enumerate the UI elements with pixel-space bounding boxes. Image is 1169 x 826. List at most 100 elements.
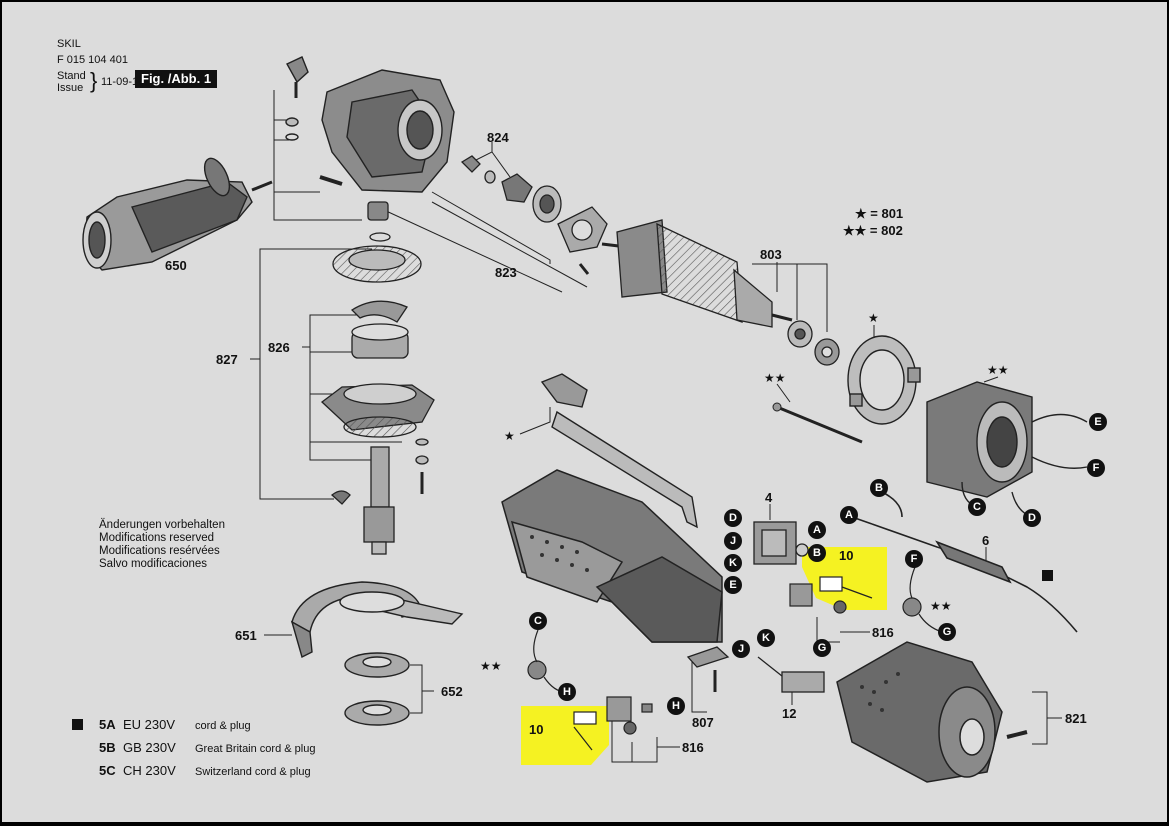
svg-text:E: E bbox=[1094, 416, 1101, 428]
badge-B-cord: B bbox=[870, 479, 888, 497]
svg-text:B: B bbox=[813, 547, 821, 559]
label-12: 12 bbox=[782, 706, 796, 721]
svg-text:H: H bbox=[672, 700, 680, 712]
svg-text:C: C bbox=[534, 615, 542, 627]
label-821: 821 bbox=[1065, 711, 1087, 726]
badge-B-switch: B bbox=[808, 544, 826, 562]
badge-J-part12: J bbox=[732, 640, 750, 658]
baffle-ring bbox=[847, 335, 921, 425]
badge-J-switch: J bbox=[724, 532, 742, 550]
star-baffle: ★ bbox=[868, 311, 879, 325]
issue-date: 11-09-19 bbox=[101, 76, 145, 88]
note-es: Salvo modificaciones bbox=[99, 558, 208, 570]
svg-text:G: G bbox=[943, 626, 952, 638]
label-816-right: 816 bbox=[872, 625, 894, 640]
badge-F-stator: F bbox=[1087, 459, 1105, 477]
badge-D-stator: D bbox=[1023, 509, 1041, 527]
star-coil-right: ★★ bbox=[930, 599, 952, 613]
svg-text:J: J bbox=[730, 535, 736, 547]
svg-text:A: A bbox=[813, 524, 821, 536]
badge-D-switch: D bbox=[724, 509, 742, 527]
badge-F-coil: F bbox=[905, 550, 923, 568]
leader-lines bbox=[250, 90, 1062, 763]
star-long-screw: ★★ bbox=[764, 371, 786, 385]
badge-H-holder: H bbox=[667, 697, 685, 715]
badge-H-coil: H bbox=[558, 683, 576, 701]
note-de: Änderungen vorbehalten bbox=[99, 519, 225, 531]
motor-housing bbox=[501, 469, 723, 643]
svg-text:B: B bbox=[875, 482, 883, 494]
label-827: 827 bbox=[216, 352, 238, 367]
svg-text:J: J bbox=[738, 643, 744, 655]
label-4: 4 bbox=[765, 490, 773, 505]
svg-text:A: A bbox=[845, 509, 853, 521]
part-807 bbox=[686, 646, 730, 692]
label-651: 651 bbox=[235, 628, 257, 643]
svg-text:C: C bbox=[973, 501, 981, 513]
star-legend-double: ★★ = 802 bbox=[843, 223, 903, 238]
badge-C-stator: C bbox=[968, 498, 986, 516]
badge-K-switch: K bbox=[724, 554, 742, 572]
svg-text:K: K bbox=[762, 632, 770, 644]
brush-holder-bottom bbox=[573, 696, 653, 751]
label-807: 807 bbox=[692, 715, 714, 730]
issue-label: Issue bbox=[57, 82, 84, 94]
svg-text:D: D bbox=[1028, 512, 1036, 524]
label-823: 823 bbox=[495, 265, 517, 280]
brand-name: SKIL bbox=[57, 38, 81, 50]
modification-notes: Änderungen vorbehalten Modifications res… bbox=[99, 519, 225, 571]
switch-4 bbox=[753, 521, 809, 565]
badge-A-switch: A bbox=[808, 521, 826, 539]
label-826: 826 bbox=[268, 340, 290, 355]
star-switch-rod: ★ bbox=[504, 429, 515, 443]
star-coil-left: ★★ bbox=[480, 659, 502, 673]
part-number: F 015 104 401 bbox=[57, 54, 128, 66]
svg-text:K: K bbox=[729, 557, 737, 569]
highlight-brush-top bbox=[802, 547, 887, 610]
label-10-top: 10 bbox=[839, 548, 853, 563]
badge-E-stator-top: E bbox=[1089, 413, 1107, 431]
spindle-assembly bbox=[320, 201, 435, 555]
svg-text:F: F bbox=[1093, 462, 1100, 474]
brush-holder-top bbox=[789, 576, 873, 614]
label-6: 6 bbox=[982, 533, 989, 548]
figure-label: Fig. /Abb. 1 bbox=[135, 70, 218, 88]
plug-square-marker bbox=[1042, 570, 1053, 581]
coil-left bbox=[527, 629, 567, 693]
armature-803 bbox=[601, 219, 840, 366]
badge-G-holder: G bbox=[813, 639, 831, 657]
label-816-bottom: 816 bbox=[682, 740, 704, 755]
guard-651 bbox=[290, 581, 464, 659]
square-marker-icon bbox=[72, 719, 83, 730]
star-legend-single: ★ = 801 bbox=[855, 206, 903, 221]
note-fr: Modifications resérvées bbox=[99, 545, 220, 557]
label-652: 652 bbox=[441, 684, 463, 699]
badge-C-coil: C bbox=[529, 612, 547, 630]
note-en: Modifications reserved bbox=[99, 532, 215, 544]
star-stator: ★★ bbox=[987, 363, 1009, 377]
stand-label: Stand bbox=[57, 70, 86, 82]
badge-K-part12: K bbox=[757, 629, 775, 647]
wire-badges: E F C D B A D J K E A B F G G K J C H H bbox=[529, 413, 1107, 715]
part-labels: 650 823 824 803 827 826 651 652 4 6 10 1… bbox=[165, 130, 1087, 755]
long-screw bbox=[772, 402, 863, 444]
label-650: 650 bbox=[165, 258, 187, 273]
label-10-bottom: 10 bbox=[529, 722, 543, 737]
parts-824 bbox=[460, 155, 608, 275]
field-stator bbox=[926, 381, 1088, 518]
star-markers: ★ ★ ★★ ★★ ★★ ★★ bbox=[480, 311, 1009, 673]
gear-housing bbox=[285, 56, 455, 193]
badge-A-cord: A bbox=[840, 506, 858, 524]
brace-glyph: } bbox=[90, 68, 98, 93]
side-handle-650 bbox=[82, 157, 273, 271]
svg-text:F: F bbox=[911, 553, 918, 565]
svg-text:H: H bbox=[563, 686, 571, 698]
switch-rod bbox=[540, 373, 698, 529]
svg-text:D: D bbox=[729, 512, 737, 524]
rear-cap bbox=[836, 641, 1028, 783]
